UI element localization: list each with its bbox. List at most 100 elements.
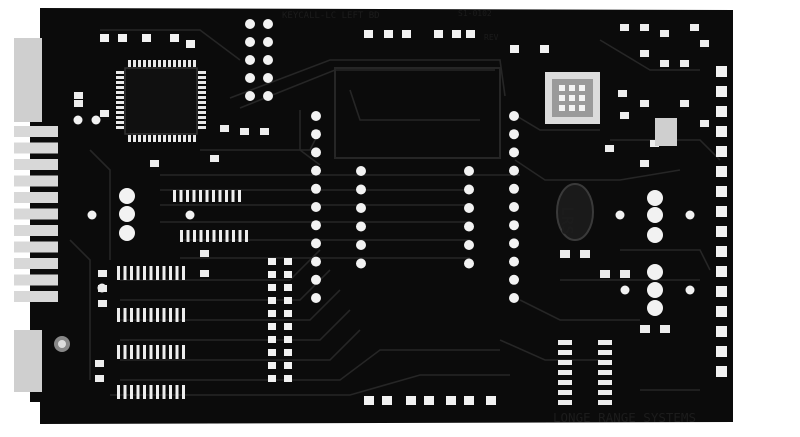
chip-pin bbox=[143, 60, 146, 67]
smd-part bbox=[660, 30, 669, 37]
chip-pin bbox=[198, 71, 206, 74]
chip-pin bbox=[198, 126, 206, 129]
part-number-text: S1-0102 bbox=[458, 9, 492, 18]
ic-pin bbox=[130, 308, 133, 322]
chip-pin bbox=[133, 60, 136, 67]
trace bbox=[519, 299, 640, 321]
ic-pin bbox=[136, 345, 140, 359]
smd-pad bbox=[382, 396, 392, 405]
smd-pad bbox=[716, 226, 727, 237]
through-hole-pad bbox=[263, 91, 273, 101]
through-hole-pad bbox=[509, 129, 519, 140]
smd-pad bbox=[268, 297, 276, 304]
ic-pin bbox=[219, 230, 222, 242]
edge-connector bbox=[14, 38, 58, 392]
qfp-chip-left bbox=[116, 60, 206, 142]
via-hole bbox=[91, 115, 101, 125]
chip-pin bbox=[143, 135, 146, 142]
ic-pin bbox=[192, 190, 196, 202]
through-hole-pad bbox=[509, 183, 519, 194]
smd-pad bbox=[284, 271, 292, 278]
smd-part bbox=[660, 325, 670, 333]
ic-pin bbox=[169, 345, 172, 359]
ic-pin bbox=[231, 190, 235, 202]
through-hole-pad bbox=[263, 55, 273, 65]
chip-pin bbox=[198, 81, 206, 84]
smd-part bbox=[260, 128, 269, 135]
smd-part bbox=[640, 160, 649, 167]
chip-pin bbox=[116, 106, 124, 109]
ic-pin bbox=[199, 230, 203, 242]
chip-pin bbox=[168, 60, 171, 67]
ic-pin bbox=[156, 385, 159, 399]
through-hole-pad bbox=[509, 202, 519, 212]
smd-part bbox=[620, 24, 629, 31]
ic-pin bbox=[598, 360, 612, 365]
smd-pad bbox=[170, 34, 179, 42]
smd-components bbox=[74, 24, 709, 405]
through-hole-pad bbox=[311, 220, 321, 231]
via-hole bbox=[615, 210, 625, 220]
ic-pin bbox=[175, 308, 179, 322]
ic-pin bbox=[123, 345, 127, 359]
smd-part bbox=[210, 155, 219, 162]
smd-pad bbox=[716, 246, 727, 257]
smd-pad bbox=[402, 30, 411, 38]
ic-pin bbox=[156, 345, 159, 359]
large-pad bbox=[119, 206, 135, 222]
ic-pin bbox=[238, 190, 241, 202]
chip-pin bbox=[158, 60, 161, 67]
smd-pad bbox=[466, 30, 475, 38]
through-hole-pad bbox=[356, 166, 366, 176]
chip-pin bbox=[198, 86, 206, 89]
trace bbox=[120, 309, 351, 341]
edge-finger bbox=[14, 241, 58, 253]
smd-pad bbox=[268, 323, 276, 330]
smd-pad bbox=[716, 306, 727, 317]
smd-part bbox=[98, 270, 107, 277]
ic-pin bbox=[123, 266, 127, 280]
large-pad bbox=[647, 190, 663, 206]
ic-pin bbox=[598, 390, 612, 395]
smd-pad bbox=[268, 362, 276, 369]
ic-pin bbox=[598, 400, 612, 405]
chip-pin bbox=[178, 60, 181, 67]
through-hole-pad bbox=[311, 238, 321, 249]
ic-pin bbox=[558, 340, 572, 345]
trace bbox=[120, 329, 361, 361]
trace bbox=[100, 29, 241, 61]
chip-pin bbox=[116, 81, 124, 84]
ic-pin bbox=[225, 190, 228, 202]
smd-pad bbox=[268, 336, 276, 343]
smd-part bbox=[95, 375, 104, 382]
smd-part bbox=[618, 90, 627, 97]
ic-pin bbox=[232, 230, 235, 242]
edge-finger bbox=[14, 159, 58, 170]
smd-part bbox=[640, 50, 649, 57]
via-hole bbox=[87, 210, 97, 220]
through-hole-pad bbox=[509, 111, 519, 121]
smd-pad bbox=[716, 106, 727, 117]
smd-pad bbox=[284, 297, 292, 304]
smd-pad bbox=[486, 396, 496, 405]
smd-part bbox=[690, 24, 699, 31]
smd-pad bbox=[268, 349, 276, 356]
chip-pin bbox=[163, 135, 166, 142]
via-hole bbox=[73, 115, 83, 125]
board-title-text: KEYCALL-LC LEFT BD bbox=[282, 11, 380, 21]
ic-pin bbox=[136, 385, 140, 399]
through-hole-pad bbox=[245, 55, 255, 65]
ic-pin bbox=[136, 266, 140, 280]
through-hole-pad bbox=[464, 184, 474, 195]
ic-pin bbox=[212, 190, 215, 202]
ic-pin bbox=[175, 385, 179, 399]
ic-pin bbox=[558, 390, 572, 395]
ic-pin bbox=[149, 385, 153, 399]
chip-pin bbox=[198, 101, 206, 104]
qfp-chip-right bbox=[545, 72, 600, 124]
chip-pad bbox=[579, 85, 585, 91]
ic-pin bbox=[175, 345, 179, 359]
ic-pin bbox=[117, 385, 120, 399]
smd-part bbox=[660, 60, 669, 67]
chip-pin bbox=[116, 91, 124, 94]
